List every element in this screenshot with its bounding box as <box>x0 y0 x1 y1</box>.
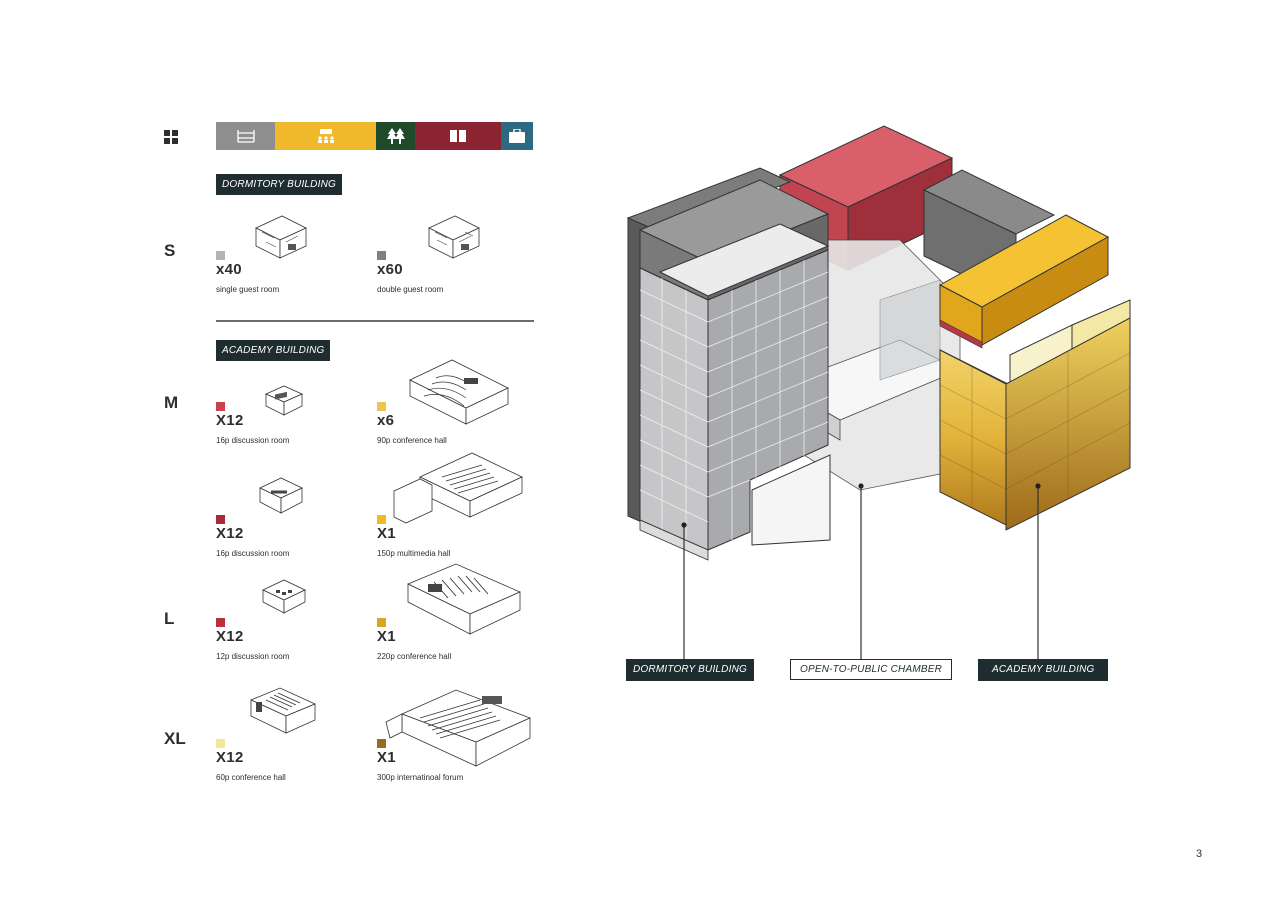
bunk-bed-icon <box>216 122 275 150</box>
leader-dot <box>681 522 687 528</box>
room-description: single guest room <box>216 285 280 294</box>
room-count: X12 <box>216 749 244 766</box>
discussion-room-illustration <box>265 385 303 416</box>
room-count: X1 <box>377 749 396 766</box>
color-swatch <box>377 402 386 411</box>
callout-open-to-public-chamber: OPEN-TO-PUBLIC CHAMBER <box>790 659 953 680</box>
discussion-room-illustration <box>262 579 306 614</box>
callout-dormitory-building: DORMITORY BUILDING <box>626 659 754 681</box>
double-guest-room-illustration <box>428 215 480 259</box>
size-label-s: S <box>164 241 176 260</box>
multimedia-hall-illustration <box>393 452 523 524</box>
international-forum-illustration <box>385 689 532 767</box>
conference-hall-illustration <box>409 359 509 425</box>
color-swatch <box>377 739 386 748</box>
color-swatch <box>377 618 386 627</box>
room-count: X12 <box>216 525 244 542</box>
callout-academy-building: ACADEMY BUILDING <box>978 659 1109 681</box>
room-count: X1 <box>377 628 396 645</box>
room-description: 60p conference hall <box>216 773 286 782</box>
room-description: 300p internatinoal forum <box>377 773 464 782</box>
room-description: 150p multimedia hall <box>377 549 451 558</box>
room-count: x40 <box>216 261 242 278</box>
trees-icon <box>376 122 415 150</box>
leader-dot <box>858 483 864 489</box>
room-description: 16p discussion room <box>216 436 290 445</box>
room-count: X12 <box>216 412 244 429</box>
conference-hall-illustration <box>407 563 521 635</box>
size-label-l: L <box>164 609 175 628</box>
grid-icon <box>164 130 178 144</box>
room-description: 12p discussion room <box>216 652 290 661</box>
color-swatch <box>216 739 225 748</box>
room-count: X1 <box>377 525 396 542</box>
room-count: x6 <box>377 412 395 429</box>
academy-main-volume <box>939 299 1131 531</box>
book-icon <box>415 122 501 150</box>
color-swatch <box>377 251 386 260</box>
room-description: 90p conference hall <box>377 436 447 445</box>
yellow-academy-block <box>938 214 1110 349</box>
dormitory-building-tag: DORMITORY BUILDING <box>216 174 342 195</box>
category-legend-bar <box>216 122 533 150</box>
conference-icon <box>275 122 376 150</box>
room-count: x60 <box>377 261 403 278</box>
size-label-xl: XL <box>164 729 186 748</box>
briefcase-icon <box>501 122 533 150</box>
color-swatch <box>216 515 225 524</box>
section-divider <box>216 320 534 322</box>
color-swatch <box>216 618 225 627</box>
room-description: double guest room <box>377 285 444 294</box>
academy-building-tag: ACADEMY BUILDING <box>216 340 331 361</box>
single-guest-room-illustration <box>255 215 307 259</box>
dormitory-tower <box>626 167 830 561</box>
room-description: 220p conference hall <box>377 652 452 661</box>
room-count: X12 <box>216 628 244 645</box>
leader-dot <box>1035 483 1041 489</box>
room-description: 16p discussion room <box>216 549 290 558</box>
leader-lines <box>683 486 1039 660</box>
discussion-room-illustration <box>259 477 303 514</box>
size-label-m: M <box>164 393 179 412</box>
color-swatch <box>216 251 225 260</box>
page-number: 3 <box>1196 848 1203 860</box>
conference-hall-illustration <box>249 687 317 734</box>
building-axonometric <box>626 125 1131 660</box>
color-swatch <box>377 515 386 524</box>
color-swatch <box>216 402 225 411</box>
